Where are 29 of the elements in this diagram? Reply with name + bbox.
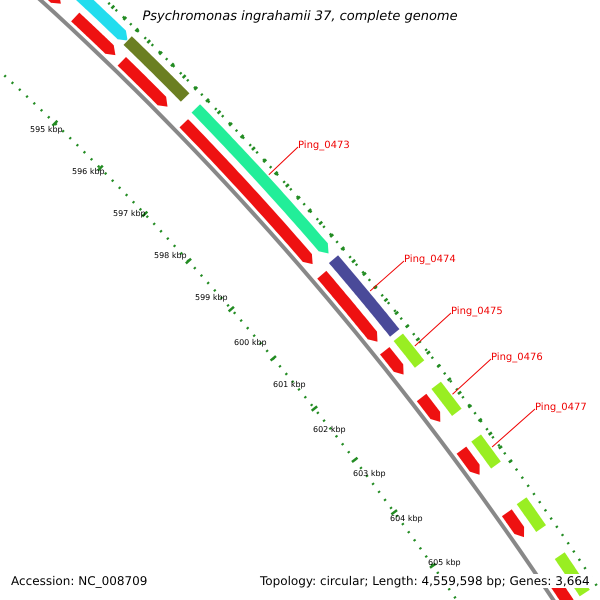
gene-label: Ping_0475	[451, 306, 503, 318]
gene-feature	[470, 433, 502, 470]
leader-line	[492, 408, 536, 448]
gene-label: Ping_0473	[298, 140, 350, 152]
scale-label: 597 kbp	[113, 209, 146, 219]
leader-line	[268, 146, 298, 176]
title: Psychromonas ingrahamii 37, complete genome	[141, 9, 459, 25]
scale-label: 596 kbp	[72, 167, 105, 177]
scale-label: 604 kbp	[390, 514, 423, 524]
gene-feature	[515, 496, 548, 534]
accession-text: Accession: NC_008709	[9, 574, 150, 588]
gene-feature	[328, 254, 401, 338]
leader-line	[414, 312, 452, 346]
gene-feature	[392, 332, 426, 370]
gene-label: Ping_0477	[535, 402, 587, 414]
scale-label: 598 kbp	[154, 251, 187, 261]
scale-label: 602 kbp	[313, 425, 346, 435]
gene-label: Ping_0476	[491, 352, 543, 364]
scale-label: 605 kbp	[428, 558, 461, 568]
scale-label: 601 kbp	[273, 380, 306, 390]
leader-line	[370, 260, 404, 292]
gene-label: Ping_0474	[404, 254, 456, 266]
scale-label: 599 kbp	[195, 293, 228, 303]
scale-label: 595 kbp	[30, 125, 63, 135]
genome-summary-text: Topology: circular; Length: 4,559,598 bp; Genes: 3,664	[258, 574, 592, 588]
scale-label: 603 kbp	[353, 469, 386, 479]
scale-label: 600 kbp	[234, 338, 267, 348]
gene-feature	[430, 380, 463, 418]
leader-line	[452, 358, 492, 395]
